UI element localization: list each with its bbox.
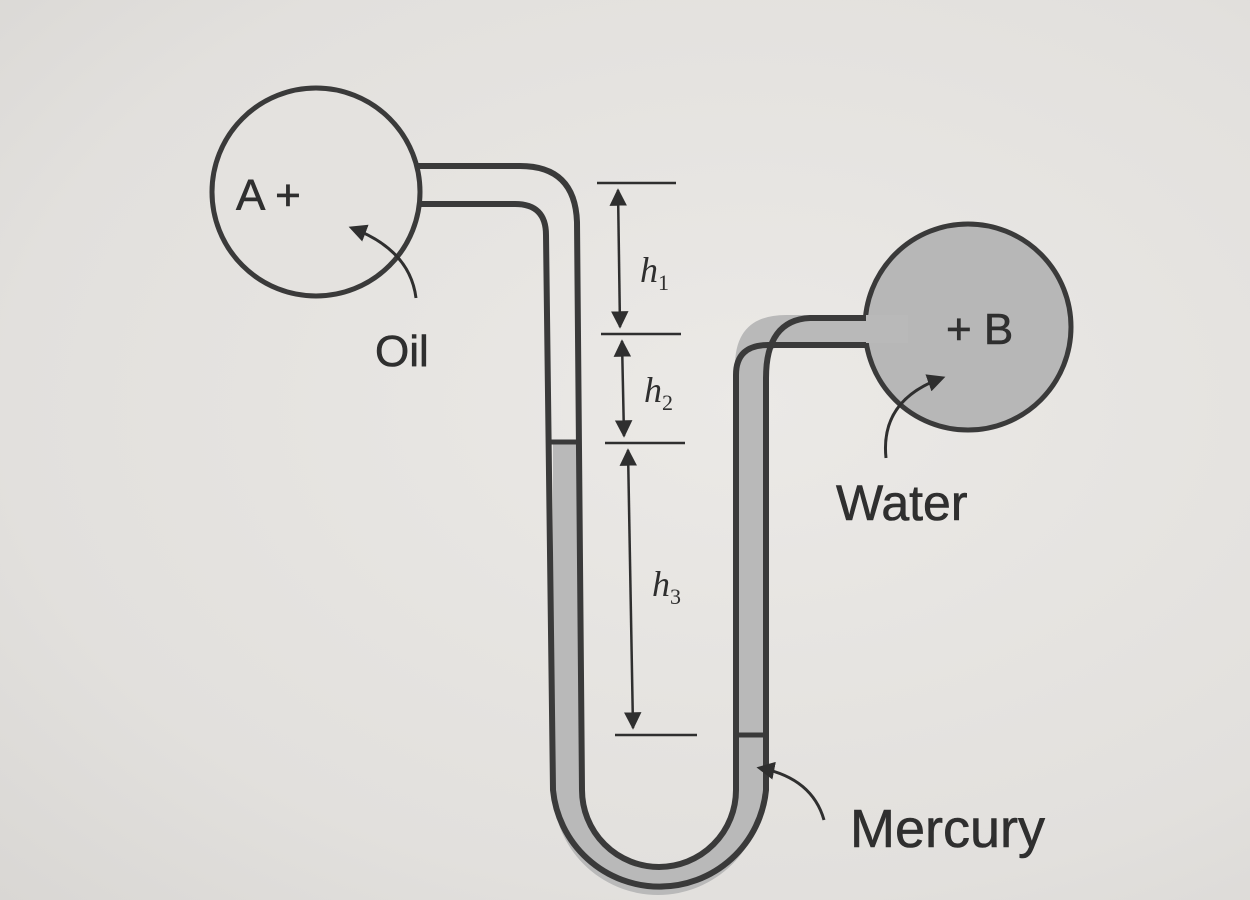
h1-arrow xyxy=(609,188,629,329)
tube-inner-wall xyxy=(418,201,866,890)
dimension-lines xyxy=(597,181,697,737)
vessel-b-label: + B xyxy=(946,305,1013,354)
vessel-a-label: A + xyxy=(236,171,301,220)
vessel-a-body xyxy=(209,85,423,299)
h3-label: h3 xyxy=(652,564,681,609)
h2-arrow xyxy=(613,339,633,438)
tube-outer-wall xyxy=(418,163,866,870)
u-tube-outline xyxy=(418,163,866,890)
mercury-column xyxy=(553,442,763,895)
h1-label: h1 xyxy=(640,250,669,295)
mercury-leader xyxy=(756,761,826,821)
leader-arrows xyxy=(348,224,946,821)
oil-leader xyxy=(348,224,418,299)
h2-label: h2 xyxy=(644,370,673,415)
oil-label: Oil xyxy=(375,327,429,376)
water-leader xyxy=(883,374,946,459)
vessel-a xyxy=(209,85,423,299)
h3-arrow xyxy=(619,448,642,730)
water-label: Water xyxy=(836,475,968,531)
water-column xyxy=(735,315,908,735)
mercury-label: Mercury xyxy=(850,799,1045,859)
